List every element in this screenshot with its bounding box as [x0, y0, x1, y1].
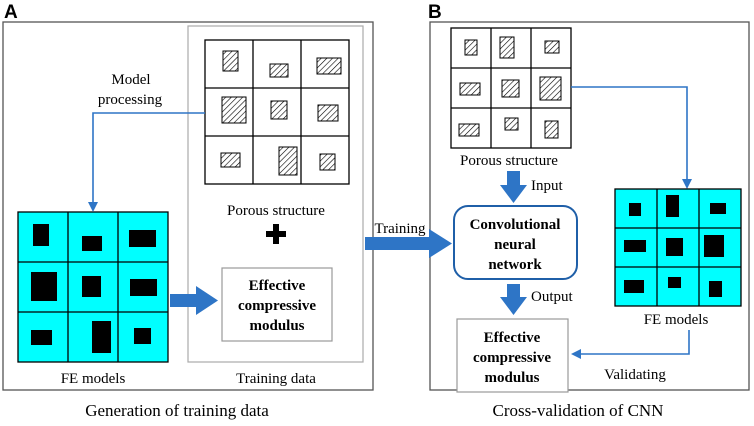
modulus-b-line-1: Effective	[484, 330, 541, 346]
porous-structure-grid-b	[450, 27, 572, 149]
fe-models-label-b: FE models	[644, 312, 709, 328]
fe-block	[704, 235, 724, 257]
pore	[317, 104, 339, 122]
fe-block	[129, 230, 156, 247]
pore	[544, 40, 560, 54]
fe-block	[134, 328, 151, 344]
pore	[458, 123, 480, 137]
fe-models-grid-b	[614, 188, 742, 307]
fe-block	[666, 195, 679, 217]
pore	[501, 79, 520, 98]
cnn-line-2: neural	[494, 237, 536, 253]
pore	[499, 36, 515, 59]
fe-block	[668, 277, 681, 288]
modulus-b-line-3: modulus	[484, 370, 539, 386]
pore	[222, 50, 239, 72]
pore	[464, 39, 478, 56]
porous-structure-grid-a	[204, 39, 350, 185]
pore	[278, 146, 298, 176]
caption-a: Generation of training data	[85, 401, 269, 420]
pore	[220, 152, 241, 168]
fe-block	[31, 272, 57, 301]
fe-to-modulus-arrow	[170, 286, 218, 315]
pore	[221, 96, 247, 124]
fe-models-grid-a	[17, 211, 169, 363]
modulus-a-line-3: modulus	[249, 318, 304, 334]
fe-block	[31, 330, 52, 345]
caption-b: Cross-validation of CNN	[493, 401, 664, 420]
training-arrow	[365, 229, 452, 258]
pore	[319, 153, 336, 171]
panel-b-letter: B	[428, 2, 442, 23]
output-arrow	[500, 284, 527, 315]
panel-a-letter: A	[4, 2, 18, 23]
training-arrow-label: Training	[374, 221, 426, 237]
model-processing-arrow	[88, 112, 205, 212]
validating-label: Validating	[604, 367, 666, 383]
input-arrow	[500, 171, 527, 203]
fe-models-label-a: FE models	[61, 371, 126, 387]
model-processing-line-1: Model	[111, 72, 150, 88]
porous-to-fe-arrow	[571, 86, 692, 189]
fe-block	[33, 224, 49, 246]
fe-block	[709, 281, 722, 297]
fe-block	[629, 203, 641, 216]
fe-block	[92, 321, 111, 353]
output-label: Output	[531, 289, 574, 305]
training-data-box	[187, 25, 364, 363]
pore	[544, 120, 559, 139]
panel-b-frame	[429, 21, 750, 391]
model-processing-line-2: processing	[98, 92, 163, 108]
fe-block	[130, 279, 157, 296]
fe-block	[82, 236, 102, 251]
panel-a-frame	[2, 21, 374, 391]
pore	[459, 82, 481, 96]
pore	[270, 100, 288, 120]
fe-block	[624, 280, 644, 293]
training-data-label: Training data	[236, 371, 316, 387]
cnn-line-3: network	[488, 257, 542, 273]
pore	[269, 63, 289, 78]
input-label: Input	[531, 178, 563, 194]
fe-block	[82, 276, 101, 297]
pore	[316, 57, 342, 75]
modulus-a-line-2: compressive	[238, 298, 316, 314]
cnn-line-1: Convolutional	[470, 217, 561, 233]
modulus-a-line-1: Effective	[249, 278, 306, 294]
plus-icon	[266, 224, 286, 244]
porous-structure-label-b: Porous structure	[460, 153, 558, 169]
modulus-box-a	[221, 267, 333, 342]
cnn-box	[453, 205, 578, 280]
porous-structure-label-a: Porous structure	[227, 203, 325, 219]
fe-block	[624, 240, 646, 252]
pore	[504, 117, 519, 131]
fe-block	[710, 203, 726, 214]
validating-arrow	[571, 330, 690, 359]
fe-block	[666, 238, 683, 256]
modulus-box-b	[456, 318, 569, 393]
pore	[539, 76, 562, 101]
modulus-b-line-2: compressive	[473, 350, 551, 366]
